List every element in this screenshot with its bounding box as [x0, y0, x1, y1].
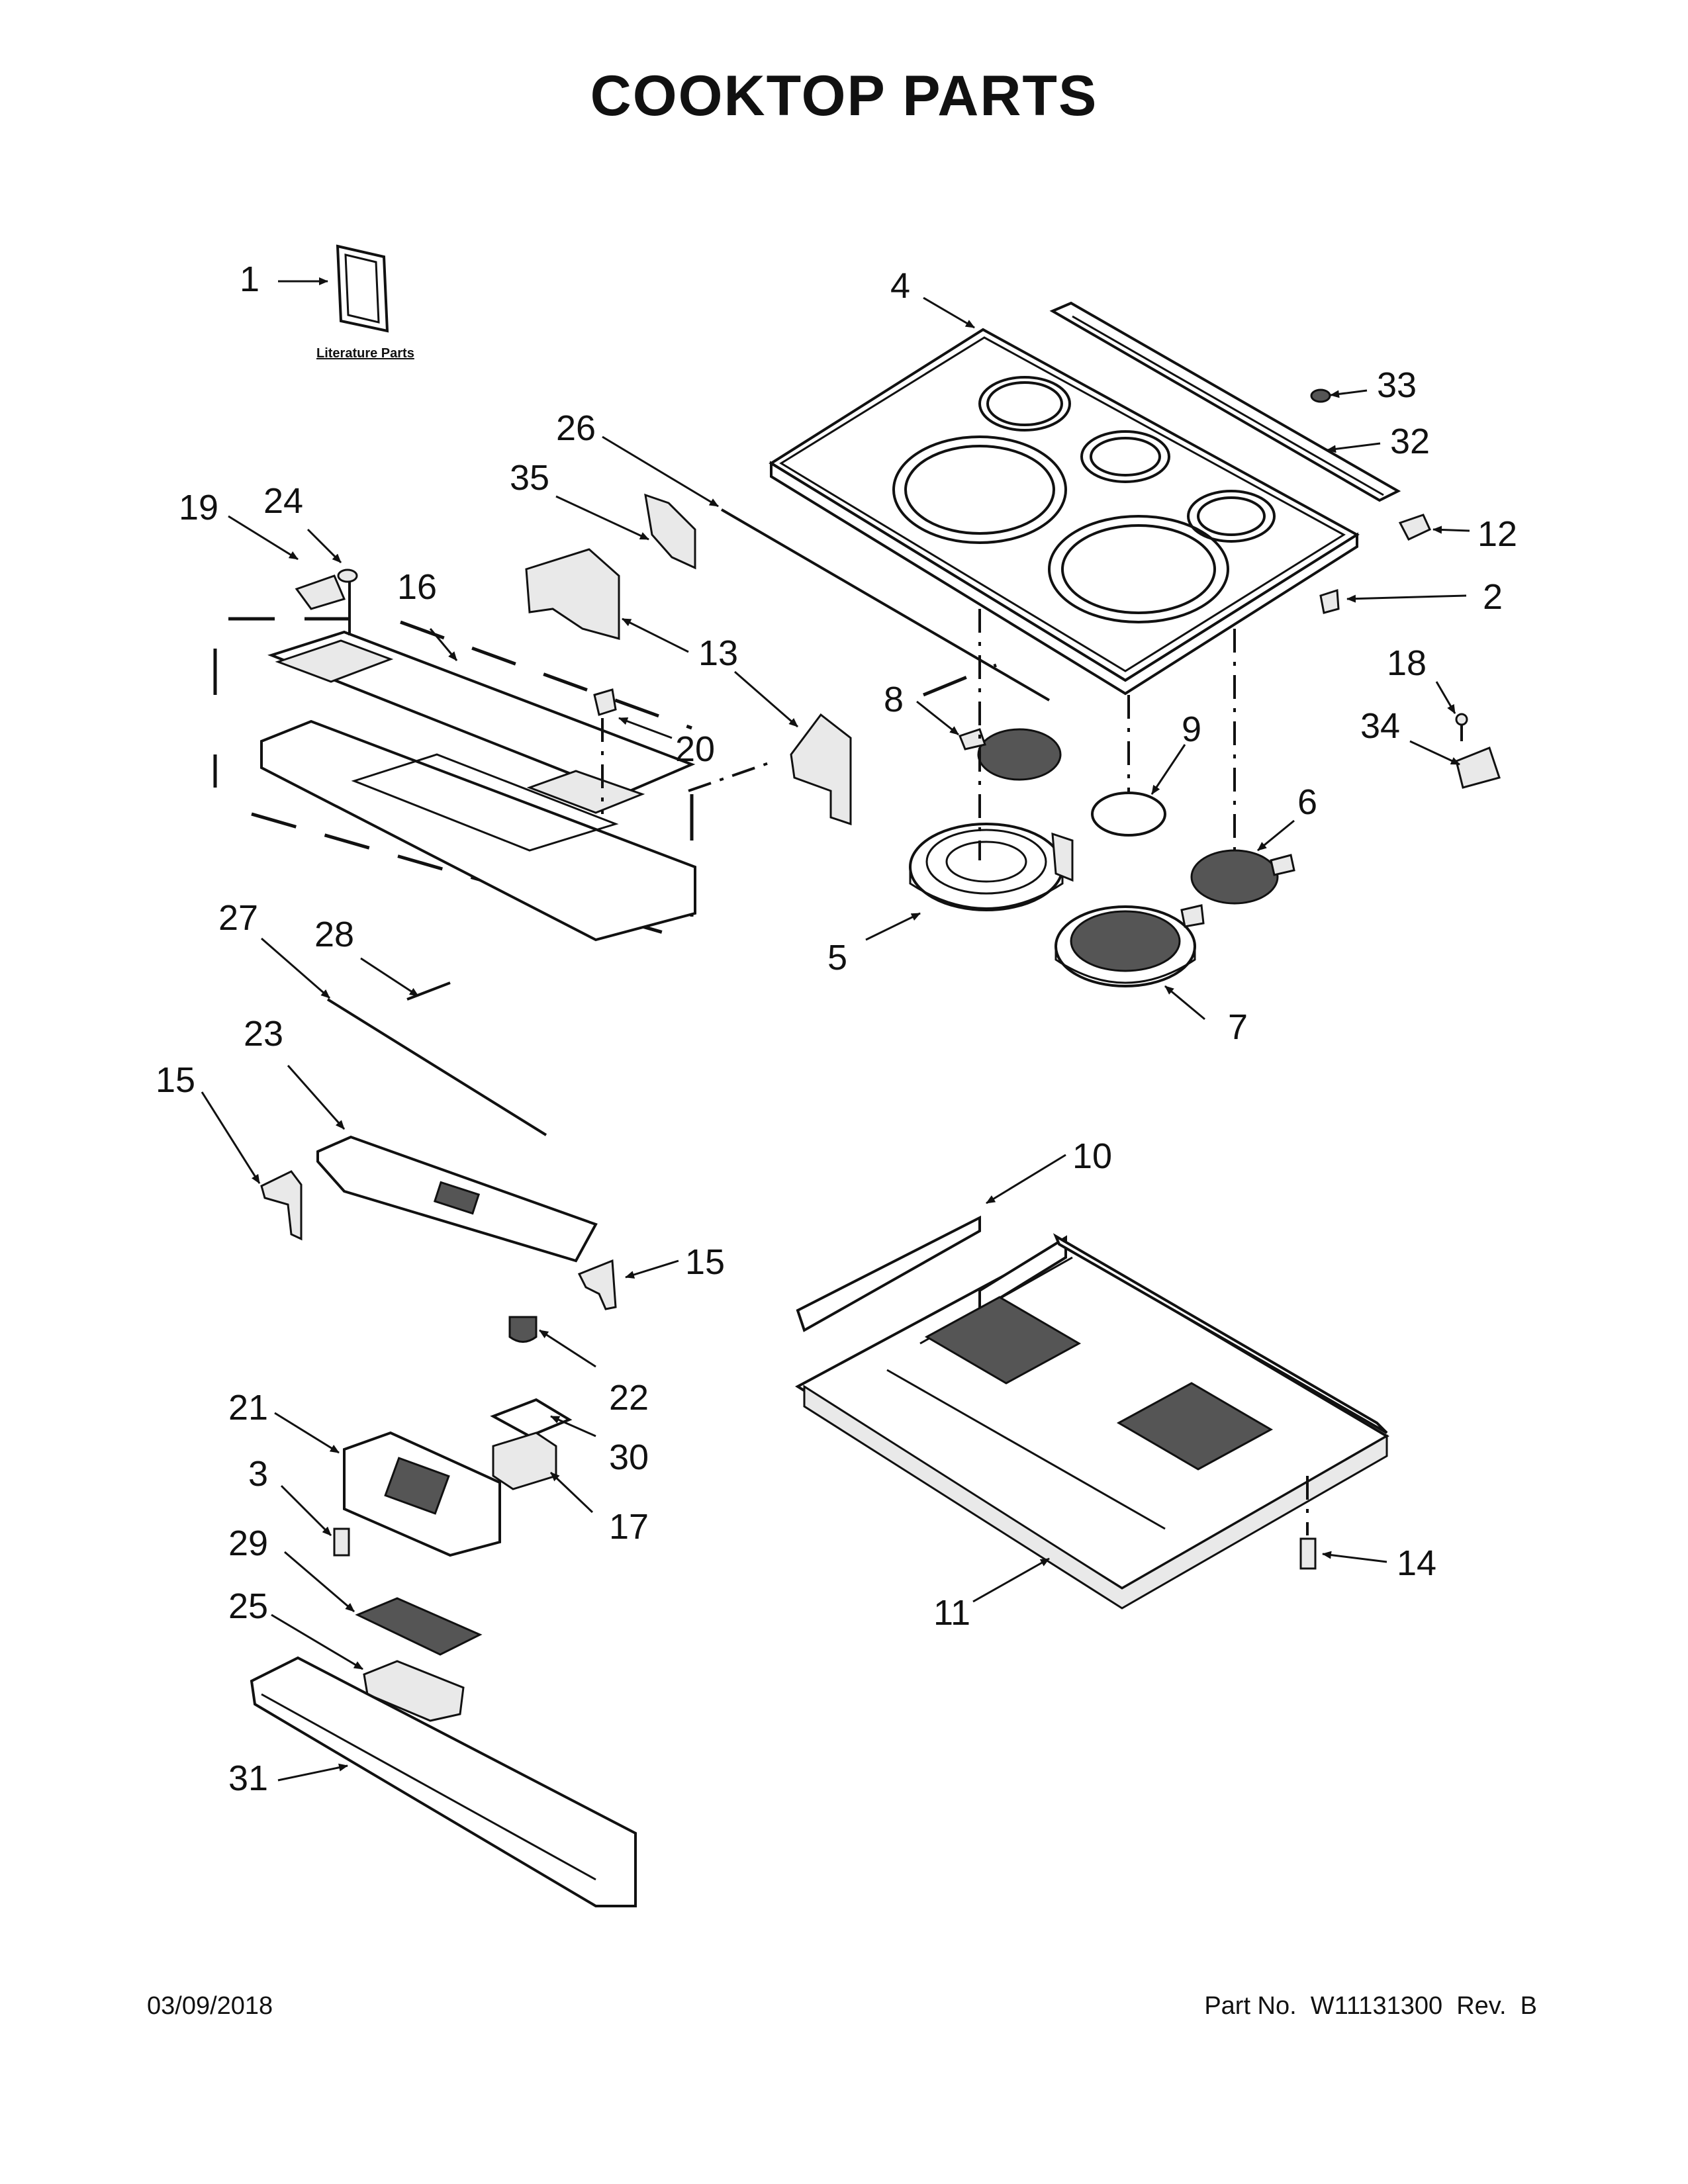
bracket-15-right: [577, 1259, 617, 1310]
bracket-35: [644, 493, 696, 570]
callout-15a: 15: [156, 1060, 195, 1100]
callout-25: 25: [228, 1586, 268, 1626]
callout-27: 27: [218, 898, 258, 938]
cooktop-support-pan: [795, 1215, 1389, 1610]
callout-12: 12: [1477, 514, 1517, 554]
callout-20: 20: [675, 729, 715, 769]
burner-8: [959, 728, 1062, 781]
callout-16: 16: [397, 567, 437, 607]
bracket-34: [1455, 747, 1501, 789]
callout-24: 24: [263, 481, 303, 521]
rear-trim-strip: [1049, 301, 1401, 502]
callout-18: 18: [1387, 643, 1427, 683]
callout-32: 32: [1390, 422, 1430, 461]
bracket-12: [1398, 514, 1431, 541]
callout-11: 11: [933, 1593, 970, 1633]
control-console: [213, 569, 775, 942]
footer-date: 03/09/2018: [147, 1992, 273, 2020]
callout-19: 19: [179, 488, 218, 527]
callout-33: 33: [1377, 365, 1417, 405]
callout-1: 1: [240, 259, 259, 299]
callout-leaders: [201, 277, 1470, 1782]
screw-24: [337, 569, 358, 583]
callout-17: 17: [609, 1507, 649, 1547]
burner-6: [1190, 849, 1295, 905]
sensor-9: [1091, 792, 1166, 837]
callout-30: 30: [609, 1437, 649, 1477]
callout-7: 7: [1228, 1007, 1248, 1047]
screw-14: [1299, 1537, 1317, 1570]
grommet-33: [1310, 388, 1331, 403]
page-title: COOKTOP PARTS: [590, 64, 1098, 128]
knob-19: [295, 574, 346, 610]
bracket-15-left: [260, 1170, 303, 1241]
callout-6: 6: [1297, 782, 1317, 822]
burner-7: [1055, 904, 1205, 987]
callout-5: 5: [827, 938, 847, 978]
literature-parts-label: Literature Parts: [316, 346, 414, 361]
callout-2: 2: [1483, 577, 1503, 617]
switch-stack: [490, 1316, 573, 1490]
clip-2: [1319, 588, 1340, 614]
callout-31: 31: [228, 1758, 268, 1798]
trim-31: [250, 1656, 637, 1907]
footer-part-number: Part No. W11131300 Rev. B: [1204, 1992, 1537, 2020]
board-29: [355, 1597, 483, 1656]
bracket-13b: [790, 713, 852, 826]
bracket-13: [525, 548, 620, 640]
callout-4: 4: [890, 266, 910, 306]
callout-26: 26: [556, 408, 596, 448]
callout-15b: 15: [685, 1242, 725, 1282]
callout-29: 29: [228, 1524, 268, 1563]
burner-5: [909, 823, 1074, 911]
callout-35: 35: [510, 458, 549, 498]
strip-28: [406, 981, 451, 1001]
callout-8: 8: [884, 680, 904, 719]
callout-21: 21: [228, 1388, 268, 1428]
literature-parts-booklet: Literature Parts: [316, 244, 414, 361]
glass-cooktop: [769, 328, 1360, 696]
callout-3: 3: [248, 1454, 268, 1494]
strip-26: [720, 508, 1051, 702]
callout-labels: 1 4 33 32 12 2 26 35 19 24 16 13 8 9 18 …: [156, 259, 1517, 1798]
callout-22: 22: [609, 1378, 649, 1418]
callout-10: 10: [1072, 1136, 1112, 1176]
small-parts-right: [1310, 388, 1501, 789]
screw-3: [333, 1527, 350, 1557]
control-board-bracket-23: [316, 1135, 598, 1263]
leader-dashed: [923, 609, 1236, 860]
screw-20: [593, 688, 617, 716]
callout-28: 28: [314, 915, 354, 954]
callout-14: 14: [1397, 1543, 1436, 1583]
callout-34: 34: [1360, 706, 1400, 746]
callout-23: 23: [244, 1014, 283, 1054]
strip-27: [326, 998, 547, 1136]
electronic-control-21: [343, 1431, 501, 1557]
callout-9: 9: [1182, 709, 1201, 749]
callout-13: 13: [698, 633, 738, 673]
